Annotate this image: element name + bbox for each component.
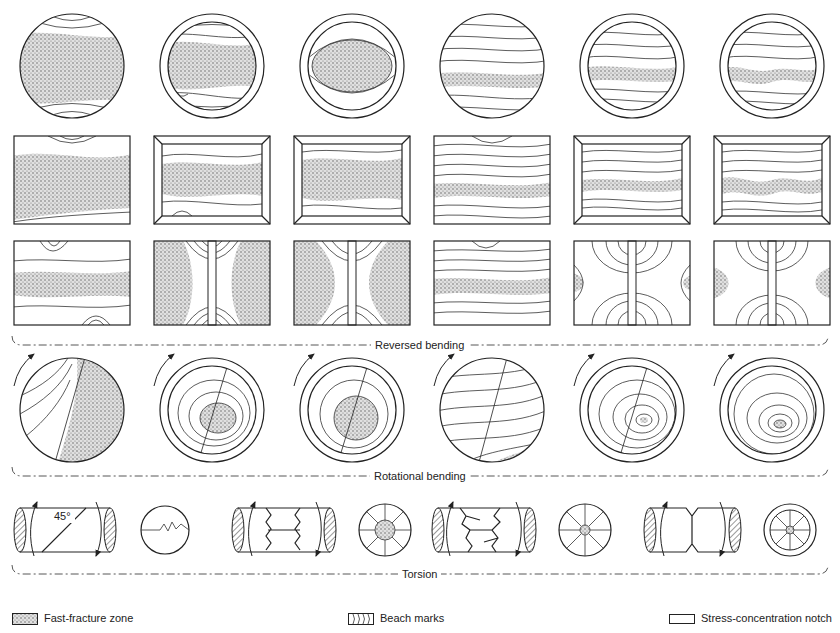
rect-section: [432, 136, 552, 224]
round-section-rotating: [574, 354, 684, 462]
legend-item: Stress-concentration notch: [669, 612, 832, 625]
section-label: Rotational bending: [370, 470, 470, 483]
rect-section-notched: [572, 241, 692, 325]
round-section-rotating: [294, 354, 404, 462]
rect-section-notched: [152, 239, 272, 327]
torsion-specimen: [14, 502, 189, 556]
rect-section: [12, 241, 132, 325]
angle-label: 45°: [50, 510, 75, 523]
legend-item: Beach marks: [348, 612, 444, 625]
round-section-notched: [300, 14, 404, 118]
round-section-notched: [160, 14, 264, 118]
legend-text: Fast-fracture zone: [44, 612, 133, 625]
rect-section-notched: [292, 239, 412, 327]
round-section-rotating: [154, 354, 264, 462]
rect-section-notched: [574, 136, 690, 224]
round-section-notched: [580, 14, 684, 118]
torsion-specimen-notched: [644, 502, 816, 556]
beach-marks-swatch: [348, 613, 374, 625]
round-section-rotating: [714, 354, 824, 462]
torsion-specimen: [432, 502, 611, 556]
section-label: Torsion: [398, 568, 441, 581]
section-label: Reversed bending: [371, 339, 468, 352]
legend-text: Beach marks: [380, 612, 444, 625]
rect-section: [432, 241, 552, 325]
round-section: [432, 14, 552, 118]
legend-text: Stress-concentration notch: [701, 612, 832, 625]
legend-item: Fast-fracture zone: [12, 612, 133, 625]
rect-section-notched: [714, 136, 830, 224]
rect-section: [12, 136, 132, 224]
torsion-specimen: [232, 502, 411, 556]
rect-section-notched: [712, 241, 832, 325]
round-section-rotating: [14, 350, 132, 470]
rect-section-notched: [154, 136, 270, 224]
rect-section-notched: [294, 136, 410, 224]
round-section: [12, 14, 132, 118]
notch-swatch: [669, 613, 695, 625]
round-section-rotating: [432, 354, 552, 470]
round-section-notched: [720, 14, 824, 118]
fast-fracture-swatch: [12, 613, 38, 625]
